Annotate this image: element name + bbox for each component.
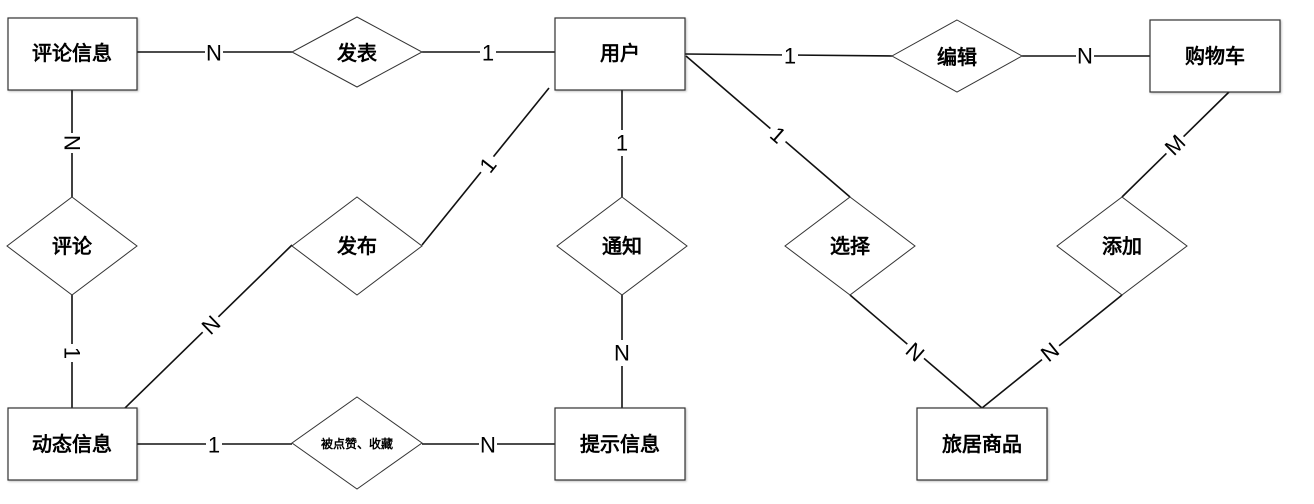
relation-label: 被点赞、收藏 xyxy=(321,436,393,451)
relation-publish-comment[interactable]: 发表 xyxy=(290,16,424,88)
entity-product[interactable]: 旅居商品 xyxy=(916,407,1048,481)
entity-post-info[interactable]: 动态信息 xyxy=(7,407,138,481)
relation-liked[interactable]: 被点赞、收藏 xyxy=(291,396,423,490)
entity-cart[interactable]: 购物车 xyxy=(1149,19,1281,93)
relation-label: 发布 xyxy=(336,234,377,258)
relation-label: 通知 xyxy=(602,234,642,258)
card-comment-publish: N xyxy=(206,41,222,66)
line-user-select xyxy=(685,55,851,198)
entity-label: 用户 xyxy=(600,41,640,65)
relation-notify[interactable]: 通知 xyxy=(556,196,688,296)
relation-label: 添加 xyxy=(1102,234,1142,258)
relation-label: 发表 xyxy=(336,41,378,65)
card-user-notify: 1 xyxy=(616,131,628,156)
entity-label: 旅居商品 xyxy=(942,432,1022,456)
card-post-liked: 1 xyxy=(208,433,220,458)
card-edit-cart: N xyxy=(1077,44,1093,69)
entity-comment-info[interactable]: 评论信息 xyxy=(7,17,138,91)
card-notify-notice: N xyxy=(614,341,630,366)
entity-notice-info[interactable]: 提示信息 xyxy=(554,407,686,481)
relation-label: 编辑 xyxy=(937,45,977,69)
entity-label: 购物车 xyxy=(1185,44,1245,68)
relation-publish-post[interactable]: 发布 xyxy=(291,196,423,296)
relation-comment[interactable]: 评论 xyxy=(6,196,138,296)
relation-label: 评论 xyxy=(52,234,93,258)
entity-user[interactable]: 用户 xyxy=(554,17,686,91)
card-add-product: N xyxy=(1036,337,1064,366)
card-liked-notice: N xyxy=(480,433,496,458)
card-comment-post: 1 xyxy=(60,347,85,359)
relation-edit[interactable]: 编辑 xyxy=(890,19,1024,93)
card-commentinfo-comment: N xyxy=(60,135,85,151)
entity-label: 提示信息 xyxy=(580,432,660,456)
card-user-edit: 1 xyxy=(784,44,796,69)
relation-add[interactable]: 添加 xyxy=(1056,196,1188,296)
card-publish-user: 1 xyxy=(482,41,494,66)
entity-label: 动态信息 xyxy=(32,432,112,456)
entity-label: 评论信息 xyxy=(32,41,112,65)
relation-select[interactable]: 选择 xyxy=(784,196,916,296)
relation-label: 选择 xyxy=(830,234,871,258)
